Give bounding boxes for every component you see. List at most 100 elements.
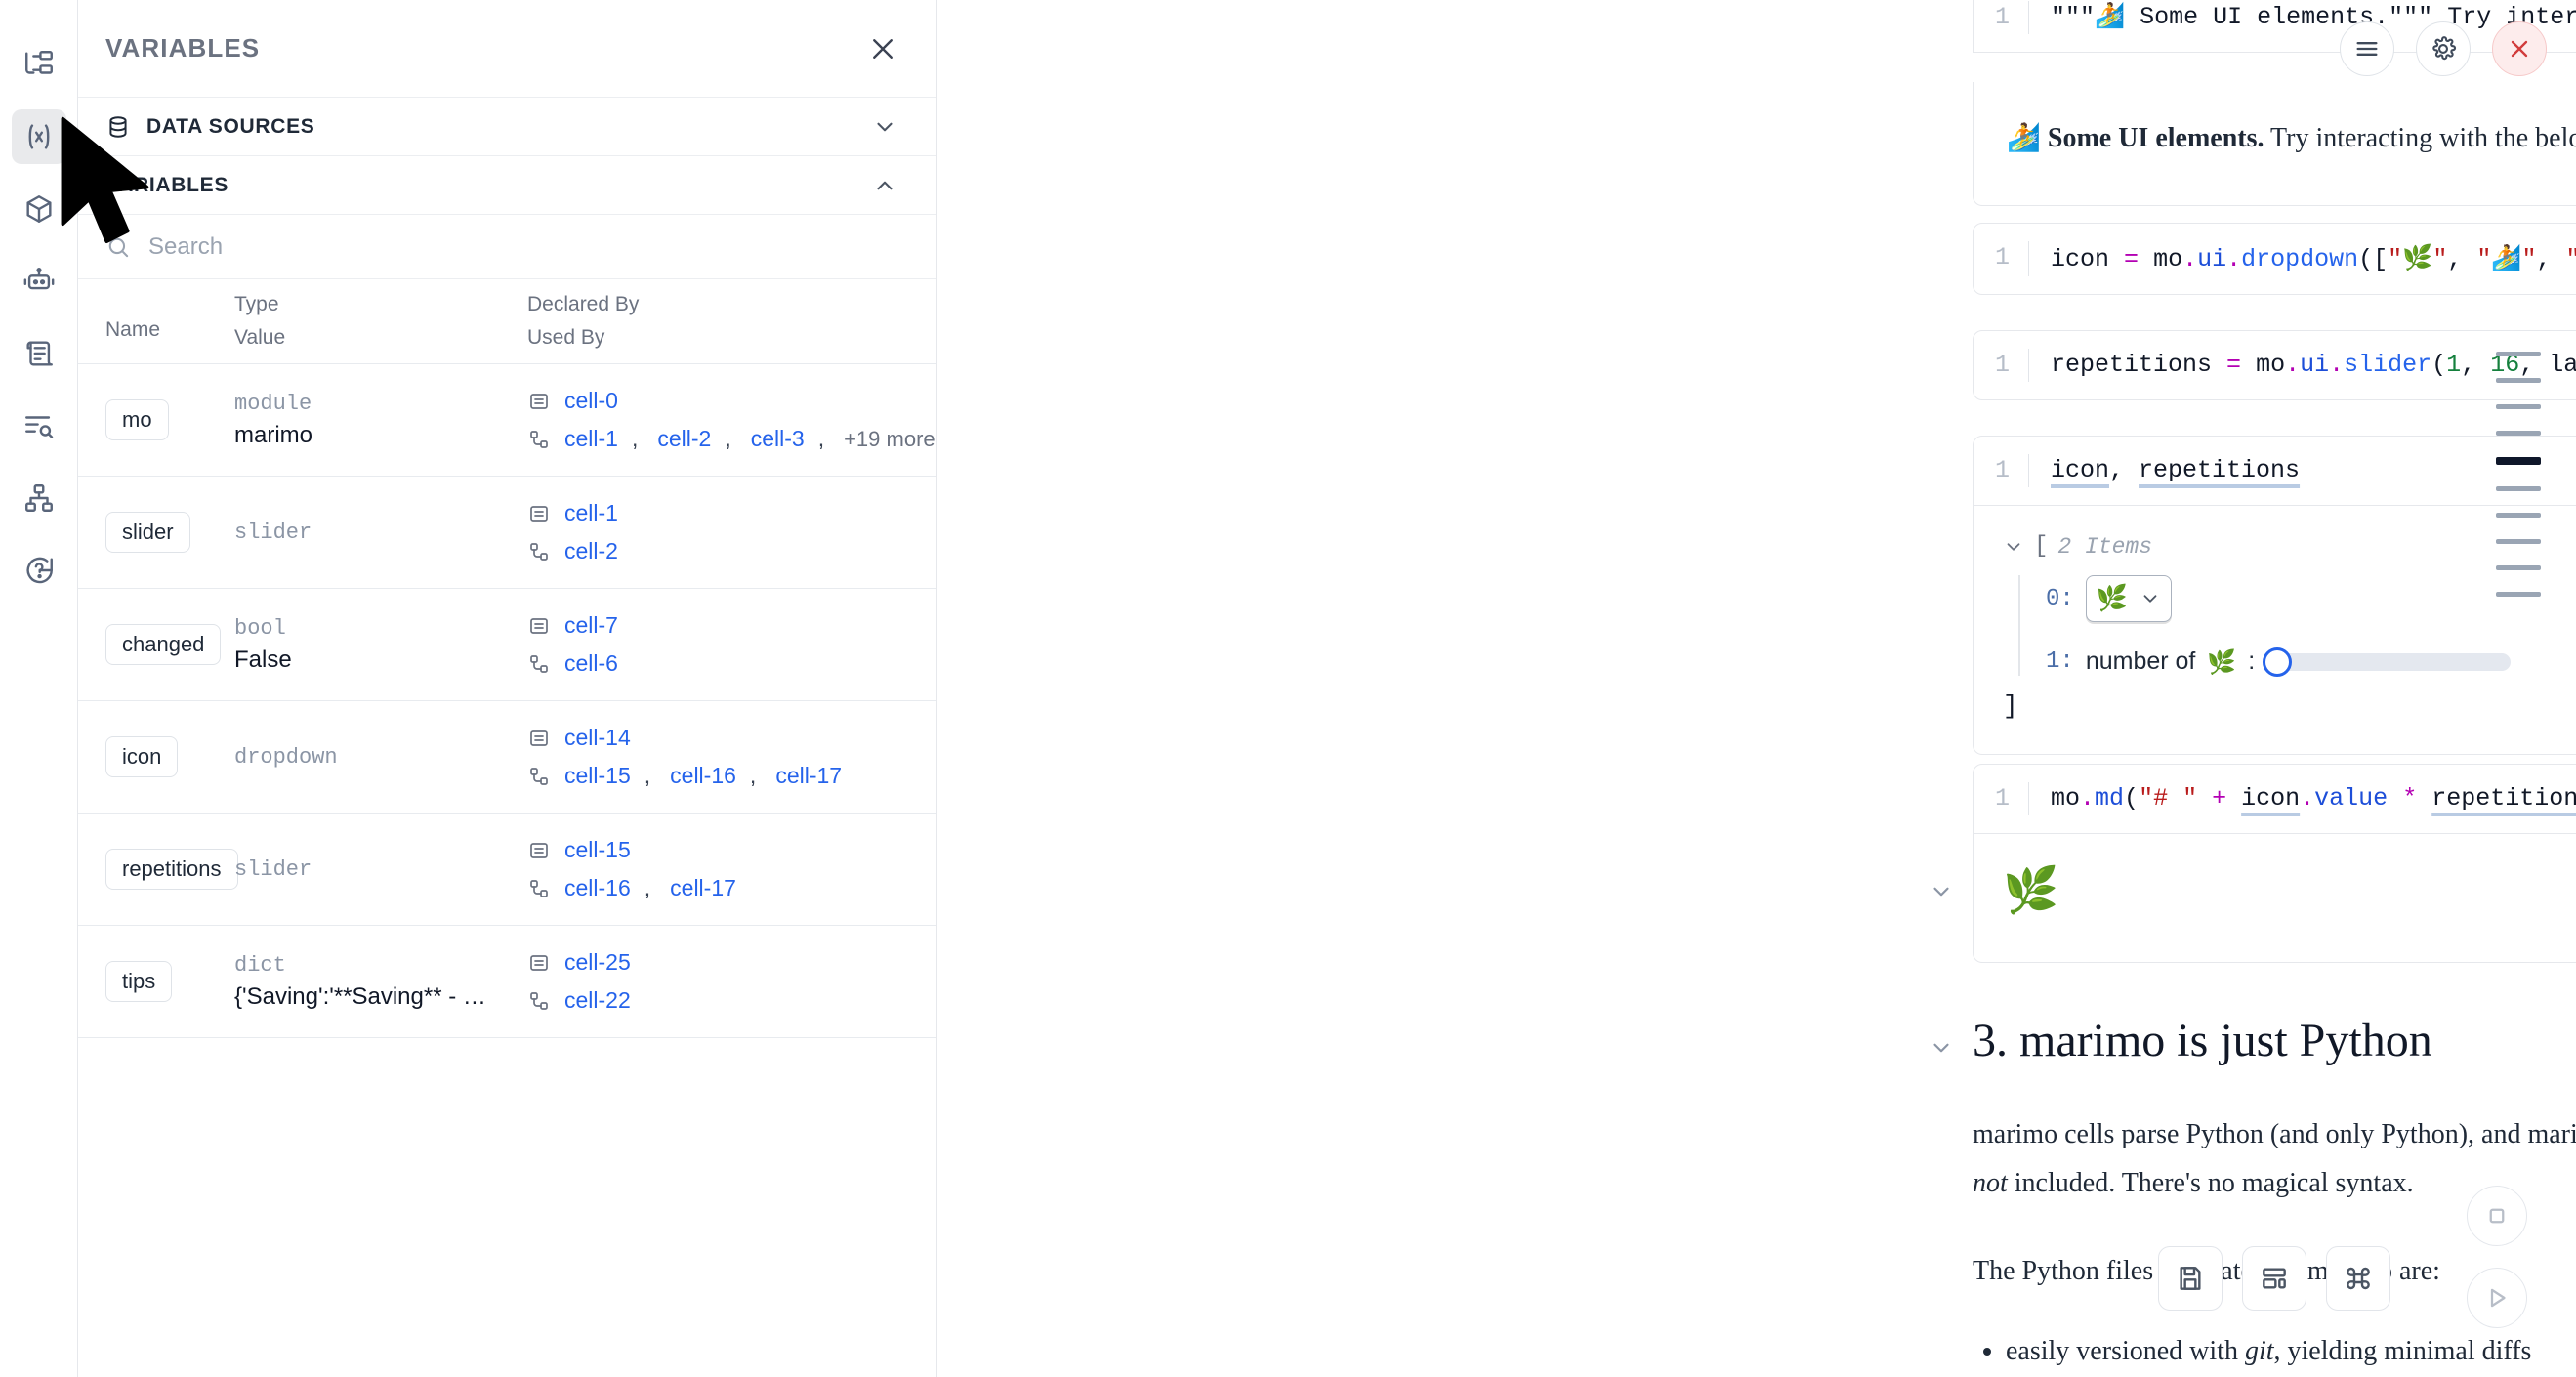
save-icon[interactable]	[2158, 1246, 2223, 1311]
notebook-area: 1 """🏄 Some UI elements.""" Try interact…	[937, 0, 2576, 1377]
line-number: 1	[1995, 243, 2011, 271]
command-palette-icon[interactable]	[2326, 1246, 2390, 1311]
section-bullet-list: easily versioned with git, yielding mini…	[1973, 1329, 2576, 1374]
close-panel-icon[interactable]	[868, 34, 897, 63]
cell-markdown-source[interactable]: 1 """🏄 Some UI elements.""" Try interact…	[1973, 0, 2576, 53]
ai-robot-icon[interactable]	[12, 254, 66, 309]
layout-icon[interactable]	[2242, 1246, 2306, 1311]
md-rest: Try interacting with the below elements.	[2269, 123, 2576, 153]
code-text[interactable]: repetitions = mo.ui.slider(1, 16, label=…	[2028, 349, 2576, 382]
cell-link[interactable]: cell-14	[564, 725, 631, 750]
cell-link[interactable]: cell-1	[564, 426, 618, 451]
cell-link[interactable]: cell-25	[564, 949, 631, 975]
code-text[interactable]: mo.md("# " + icon.value * repetitions.va…	[2028, 782, 2576, 815]
search-input[interactable]	[148, 232, 909, 261]
cell-type-value: dict{'Saving':'**Saving** - _Na...	[234, 925, 527, 1038]
cell-type-value: slider	[234, 476, 527, 589]
declared-by-icon	[527, 951, 551, 975]
used-by-icon	[527, 765, 551, 788]
cell-link[interactable]: cell-2	[657, 426, 712, 451]
cell-icon-repetitions[interactable]: 1 icon, repetitions [ 2 Items	[1973, 436, 2576, 755]
minimap[interactable]	[2496, 352, 2541, 597]
code-text[interactable]: icon = mo.ui.dropdown(["🌿", "🏄", "✨"], v…	[2028, 241, 2576, 276]
cell-mo-md[interactable]: 1 mo.md("# " + icon.value * repetitions.…	[1933, 764, 2576, 963]
close-icon[interactable]	[2492, 21, 2547, 76]
variable-name-chip[interactable]: slider	[105, 512, 190, 553]
cell-link[interactable]: cell-17	[775, 763, 843, 788]
cell-link[interactable]: cell-2	[564, 538, 618, 563]
cell-link[interactable]: cell-16	[670, 763, 736, 788]
declared-by-line: cell-14	[527, 725, 936, 751]
collapse-cell-chevron-icon[interactable]	[1929, 879, 1954, 904]
cell-link[interactable]: cell-16	[564, 875, 631, 900]
minimap-mark[interactable]	[2496, 352, 2541, 356]
cell-icon-dropdown[interactable]: 1 icon = mo.ui.dropdown(["🌿", "🏄", "✨"],…	[1973, 223, 2576, 295]
cell-variable-name: mo	[78, 363, 234, 477]
documentation-scroll-icon[interactable]	[12, 326, 66, 381]
cell-link[interactable]: cell-15	[564, 837, 631, 862]
slider-label-colon: :	[2248, 647, 2256, 675]
para1-emphasis: not	[1973, 1168, 2008, 1198]
cell-link[interactable]: cell-15	[564, 763, 631, 788]
cell-link[interactable]: cell-1	[564, 500, 618, 525]
variable-type: module	[234, 391, 312, 416]
chevron-down-icon[interactable]	[2003, 536, 2024, 558]
cell-link[interactable]: cell-17	[670, 875, 736, 900]
code-text[interactable]: icon, repetitions	[2028, 454, 2300, 487]
sidebar-item-variables[interactable]	[11, 109, 66, 164]
gear-icon[interactable]	[2416, 21, 2471, 76]
file-tree-icon[interactable]	[12, 37, 66, 92]
variable-name-chip[interactable]: icon	[105, 736, 179, 777]
minimap-mark[interactable]	[2496, 592, 2541, 597]
variable-name-chip[interactable]: repetitions	[105, 849, 238, 890]
variable-value: False	[234, 646, 292, 673]
more-cells-label[interactable]: +19 more	[844, 426, 935, 451]
minimap-mark[interactable]	[2496, 457, 2541, 465]
list-item: 1: number of 🌿 :	[2046, 647, 2576, 677]
panel-title: VARIABLES	[105, 33, 261, 63]
cell-link[interactable]: cell-7	[564, 612, 618, 638]
section-data-sources[interactable]: DATA SOURCES	[78, 98, 936, 156]
cell-repetitions-slider[interactable]: 1 repetitions = mo.ui.slider(1, 16, labe…	[1973, 330, 2576, 400]
cell-variable-name: icon	[78, 700, 234, 814]
database-icon	[105, 114, 131, 140]
minimap-mark[interactable]	[2496, 431, 2541, 436]
variables-panel: VARIABLES DATA SOURCES VARIABLES	[78, 0, 937, 1377]
variable-name-chip[interactable]: changed	[105, 624, 222, 665]
list-output-header[interactable]: [ 2 Items	[2003, 533, 2576, 560]
chevron-down-icon	[2140, 588, 2161, 609]
minimap-mark[interactable]	[2496, 486, 2541, 491]
run-icon[interactable]	[2467, 1268, 2527, 1328]
minimap-mark[interactable]	[2496, 513, 2541, 518]
dependency-graph-icon[interactable]	[12, 471, 66, 525]
chevron-down-icon[interactable]	[872, 114, 897, 140]
cell-link[interactable]: cell-22	[564, 987, 631, 1013]
used-by-icon	[527, 428, 551, 451]
minimap-mark[interactable]	[2496, 539, 2541, 544]
stop-icon[interactable]	[2467, 1186, 2527, 1246]
slider-knob[interactable]	[2263, 647, 2293, 677]
collapse-section-chevron-icon[interactable]	[1929, 1035, 1954, 1061]
variable-name-chip[interactable]: mo	[105, 399, 169, 440]
help-icon[interactable]	[12, 543, 66, 598]
cell-link[interactable]: cell-0	[564, 388, 618, 413]
variable-name-chip[interactable]: tips	[105, 961, 173, 1002]
section-variables[interactable]: VARIABLES	[78, 156, 936, 215]
outline-search-icon[interactable]	[12, 398, 66, 453]
chevron-up-icon[interactable]	[872, 173, 897, 198]
code-text[interactable]: """🏄 Some UI elements.""" Try interactin…	[2028, 1, 2576, 34]
menu-icon[interactable]	[2340, 21, 2394, 76]
variable-type: bool	[234, 615, 286, 641]
cell-link[interactable]: cell-3	[750, 426, 805, 451]
slider-widget[interactable]	[2263, 647, 2512, 677]
minimap-mark[interactable]	[2496, 565, 2541, 570]
minimap-mark[interactable]	[2496, 378, 2541, 383]
line-number: 1	[1995, 784, 2011, 813]
dropdown-widget[interactable]: 🌿	[2085, 575, 2173, 622]
minimap-mark[interactable]	[2496, 404, 2541, 409]
package-cube-icon[interactable]	[12, 182, 66, 236]
cell-link[interactable]: cell-6	[564, 650, 618, 676]
